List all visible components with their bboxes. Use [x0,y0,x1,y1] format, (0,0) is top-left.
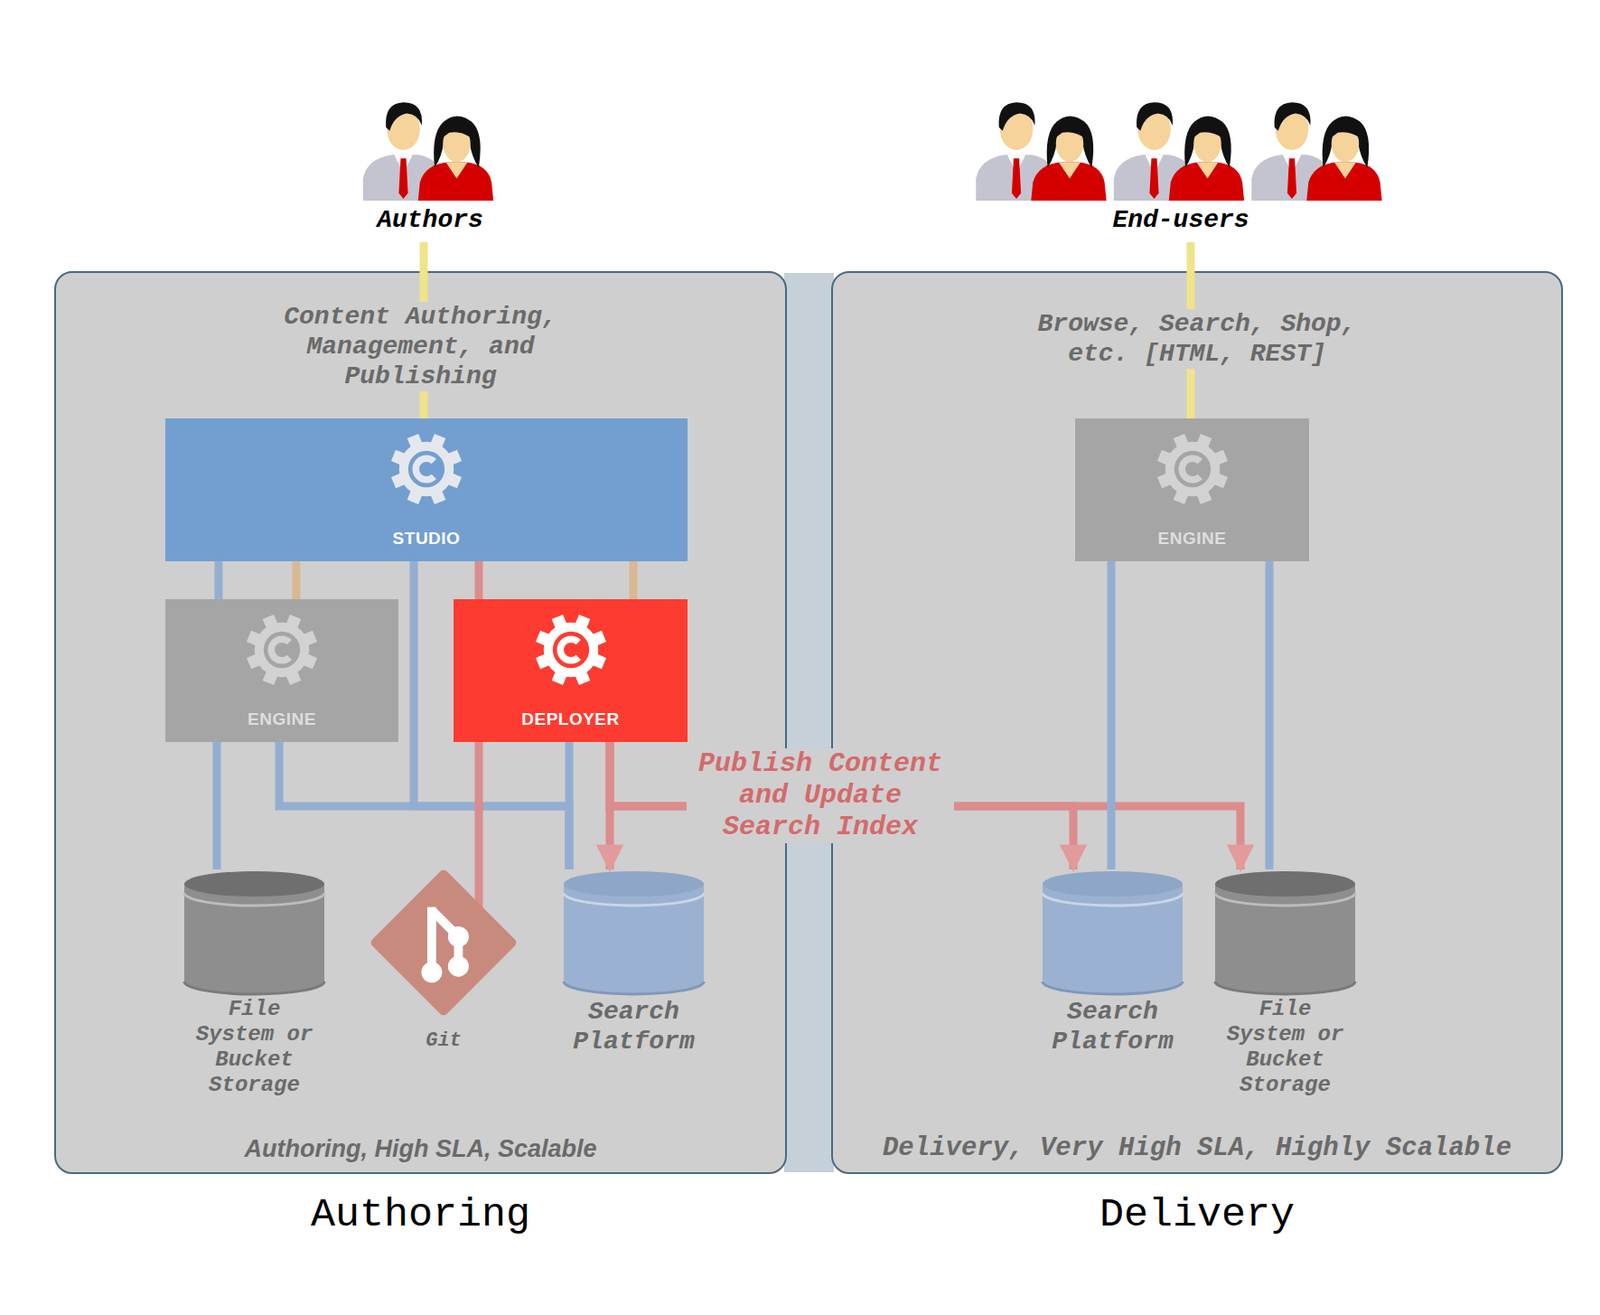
connector [609,741,1241,870]
text-holder: Search Platform [1031,996,1195,1057]
text-holder: Git [369,1029,518,1052]
connector [475,561,484,599]
text-holder: Authoring [56,1191,786,1238]
edge-label: Publish Content and Update Search Index [686,748,955,843]
connector [475,741,484,909]
icon-holder [388,430,465,507]
panel-heading: Content Authoring, Management, and Publi… [268,301,574,392]
connector [629,561,638,599]
icon-holder [347,90,513,201]
group-label: End-users [957,205,1404,235]
icon-holder [533,611,609,688]
connector [292,561,301,599]
component-label: STUDIO [392,528,461,549]
storage-cylinder [182,869,327,997]
component-label: ENGINE [247,709,317,730]
git-node: Git [369,868,518,1017]
gear-logo [1154,430,1231,507]
storage-label: File System or Bucket Storage [191,996,319,1098]
tier-panel: Browse, Search, Shop, etc. [HTML, REST] D… [831,271,1563,1174]
connector [420,242,429,419]
connector [565,741,574,870]
text-holder: ENGINE [1075,528,1310,549]
panel-heading: Browse, Search, Shop, etc. [HTML, REST] [1026,308,1368,369]
text-holder: Search Platform [552,996,716,1057]
gear-logo [533,611,609,688]
component-label: ENGINE [1158,528,1227,549]
storage-node: File System or Bucket Storage [1213,869,1357,997]
storage-label: Search Platform [552,996,716,1057]
text-holder: Browse, Search, Shop, etc. [HTML, REST] [832,308,1562,369]
icon-holder [1154,430,1231,507]
text-holder: Authoring, High SLA, Scalable [56,1134,786,1163]
gear-logo [388,430,465,507]
panel-footer: Delivery, Very High SLA, Highly Scalable [832,1132,1562,1163]
text-holder: ENGINE [165,709,399,730]
gear-logo [243,611,320,688]
connector [413,561,570,870]
connector [215,561,224,599]
storage-label: Search Platform [1031,996,1195,1057]
text-holder: STUDIO [165,528,688,549]
text-holder: Content Authoring, Management, and Publi… [56,301,786,392]
git-logo [369,868,518,1017]
text-holder: Publish Content and Update Search Index [686,748,955,843]
user-group: Authors [347,90,513,243]
connector [213,741,222,870]
text-holder: End-users [957,205,1404,235]
text-holder: Delivery [832,1191,1562,1238]
panel-footer: Authoring, High SLA, Scalable [56,1134,786,1163]
storage-cylinder [561,869,706,997]
storage-label: File System or Bucket Storage [1222,996,1349,1098]
deployer-box: DEPLOYER [453,598,688,742]
text-holder: File System or Bucket Storage [191,996,319,1098]
people-icon [966,90,1395,201]
storage-node: Search Platform [561,869,706,997]
connector [1187,242,1196,419]
storage-node: File System or Bucket Storage [182,869,327,997]
connector [1107,561,1116,870]
icon-holder [243,611,320,688]
storage-node: Search Platform [1040,869,1185,997]
text-holder: Authors [347,205,513,235]
tier-title: Delivery [832,1191,1562,1238]
people-icon [358,90,502,201]
group-label: Authors [347,205,513,235]
connector [1265,561,1274,870]
engine-box: ENGINE [1075,418,1310,562]
engine-box: ENGINE [165,598,399,742]
storage-cylinder [1213,869,1357,997]
icon-holder [957,90,1404,201]
repo-label: Git [369,1029,518,1052]
user-group: End-users [957,90,1404,243]
storage-cylinder [1040,869,1185,997]
text-holder: File System or Bucket Storage [1222,996,1349,1098]
panel-gap [784,272,834,1172]
text-holder: Delivery, Very High SLA, Highly Scalable [832,1132,1562,1163]
component-label: DEPLOYER [521,709,620,730]
text-holder: DEPLOYER [453,709,688,730]
studio-box: STUDIO [165,418,688,562]
tier-title: Authoring [56,1191,786,1238]
